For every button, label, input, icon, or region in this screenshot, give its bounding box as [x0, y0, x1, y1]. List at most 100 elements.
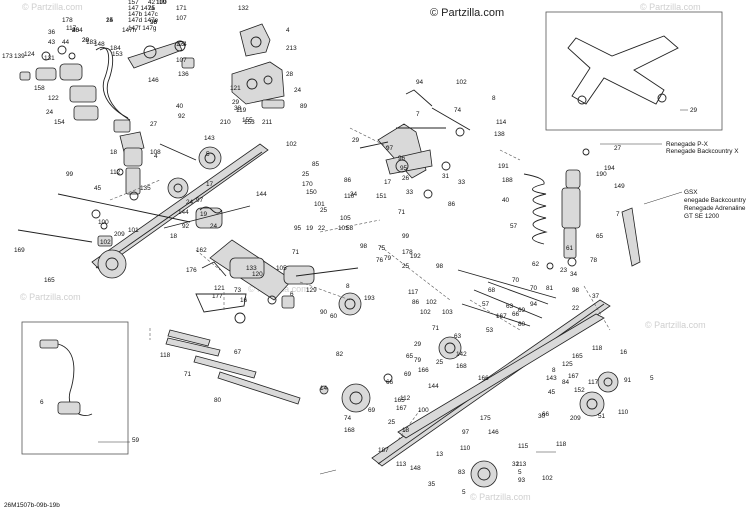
callout-number: 120: [252, 271, 263, 278]
callout-number: 102: [100, 239, 111, 246]
leader-lines: [98, 109, 688, 475]
callout-number: 28: [286, 71, 294, 78]
callout-number: 150: [306, 189, 317, 196]
callout-number: 210: [220, 119, 231, 126]
callout-number: 8: [492, 95, 496, 102]
callout-number: 22: [318, 225, 326, 232]
shock-absorber-right: [523, 148, 641, 270]
diagram-code: 26M1507b-09b-19b: [4, 502, 60, 509]
callout-number: 124: [24, 51, 35, 58]
callout-number: 97: [386, 145, 394, 152]
callout-number: 188: [502, 177, 513, 184]
callout-number: 69: [368, 407, 376, 414]
callout-number: 15: [178, 41, 186, 48]
callout-number: 84: [562, 379, 570, 386]
callout-number: 25: [148, 5, 156, 12]
callout-number: 168: [456, 363, 467, 370]
torsion-spring-center: [163, 205, 359, 324]
callout-number: 209: [570, 415, 581, 422]
watermark: © Partzilla.com: [20, 292, 81, 302]
frame-arm-drawing: [567, 35, 679, 105]
callout-number: 118: [592, 345, 603, 352]
callout-number: 153: [112, 51, 123, 58]
callout-number: 138: [494, 131, 505, 138]
callout-number: 24: [46, 109, 54, 116]
callout-number: 5: [206, 151, 210, 158]
callout-number: 167: [496, 313, 507, 320]
callout-number: 107: [176, 57, 187, 64]
callout-number: 66: [512, 311, 520, 318]
note-194-line4: GT SE 1200: [684, 213, 719, 220]
callout-number: 98: [150, 19, 158, 26]
callout-number: 117: [588, 379, 599, 386]
callout-number: 33: [406, 189, 414, 196]
callout-number: 74: [344, 415, 352, 422]
callout-number: 168: [344, 427, 355, 434]
callout-number: 100: [418, 407, 429, 414]
callout-number: 69: [404, 371, 412, 378]
callout-number: 57: [482, 301, 490, 308]
callout-number: 43: [48, 39, 56, 46]
callout-number: 144: [428, 383, 439, 390]
callout-number: 121: [214, 285, 225, 292]
callout-number: 101: [128, 227, 139, 234]
callout-number: 4: [286, 27, 290, 34]
callout-number: 24: [186, 199, 194, 206]
callout-number: 53: [486, 327, 494, 334]
callout-number: 103: [442, 309, 453, 316]
callout-number: 177: [212, 293, 223, 300]
callout-number: 98: [572, 287, 580, 294]
callout-number: 8: [346, 283, 350, 290]
callout-number: 152: [574, 387, 585, 394]
callout-number: 148: [94, 41, 105, 48]
idler-wheels-mid: [319, 292, 619, 488]
callout-number: 79: [414, 357, 422, 364]
callout-number: 83: [458, 469, 466, 476]
callout-number: 165: [572, 353, 583, 360]
callout-number: 147d 147e: [128, 17, 159, 24]
note-194-line2: enegade Backcountry: [684, 197, 747, 204]
callout-number: 166: [418, 367, 429, 374]
callout-number: 165: [44, 277, 55, 284]
callout-number: 183: [86, 39, 97, 46]
callout-number: 5: [650, 375, 654, 382]
callout-number: 98: [436, 263, 444, 270]
callout-number: 17: [384, 179, 392, 186]
callout-number: 90: [320, 309, 328, 316]
callout-number: 42: [148, 0, 156, 6]
callout-number: 45: [548, 389, 556, 396]
callout-number: 26: [72, 27, 80, 34]
callout-number: 44: [62, 39, 70, 46]
callout-number: 14: [106, 17, 114, 24]
callout-number: 25: [302, 171, 310, 178]
callout-number: 165: [394, 397, 405, 404]
callout-number: 96: [398, 155, 406, 162]
callout-number: 121: [230, 85, 241, 92]
callout-number: 171: [176, 5, 187, 12]
callout-number: 97: [462, 429, 470, 436]
bracket-assembly-top: [231, 23, 285, 109]
callout-number: 143: [546, 375, 557, 382]
callout-number: 194: [604, 165, 615, 172]
callout-number: 192: [410, 253, 421, 260]
left-rail-assembly: [17, 143, 269, 279]
callout-number: 94: [416, 79, 424, 86]
callout-number: 139: [14, 53, 25, 60]
callout-number: 131: [44, 55, 55, 62]
rear-arm-assembly: [359, 89, 471, 199]
callout-number: 65: [596, 233, 604, 240]
callout-number: 133: [246, 265, 257, 272]
callout-number: 110: [618, 409, 629, 416]
callout-number: 112: [110, 169, 121, 176]
callout-number: 45: [94, 185, 102, 192]
shaft-rods: [165, 329, 301, 405]
callout-number: 129: [306, 287, 317, 294]
watermark: © Partzilla.com: [470, 492, 531, 502]
callout-number: 31: [442, 173, 450, 180]
callout-number: 144: [256, 191, 267, 198]
callout-number: 29: [232, 99, 240, 106]
callout-number: 155: [242, 117, 253, 124]
callout-number: 35: [428, 481, 436, 488]
callout-number: 149: [614, 183, 625, 190]
